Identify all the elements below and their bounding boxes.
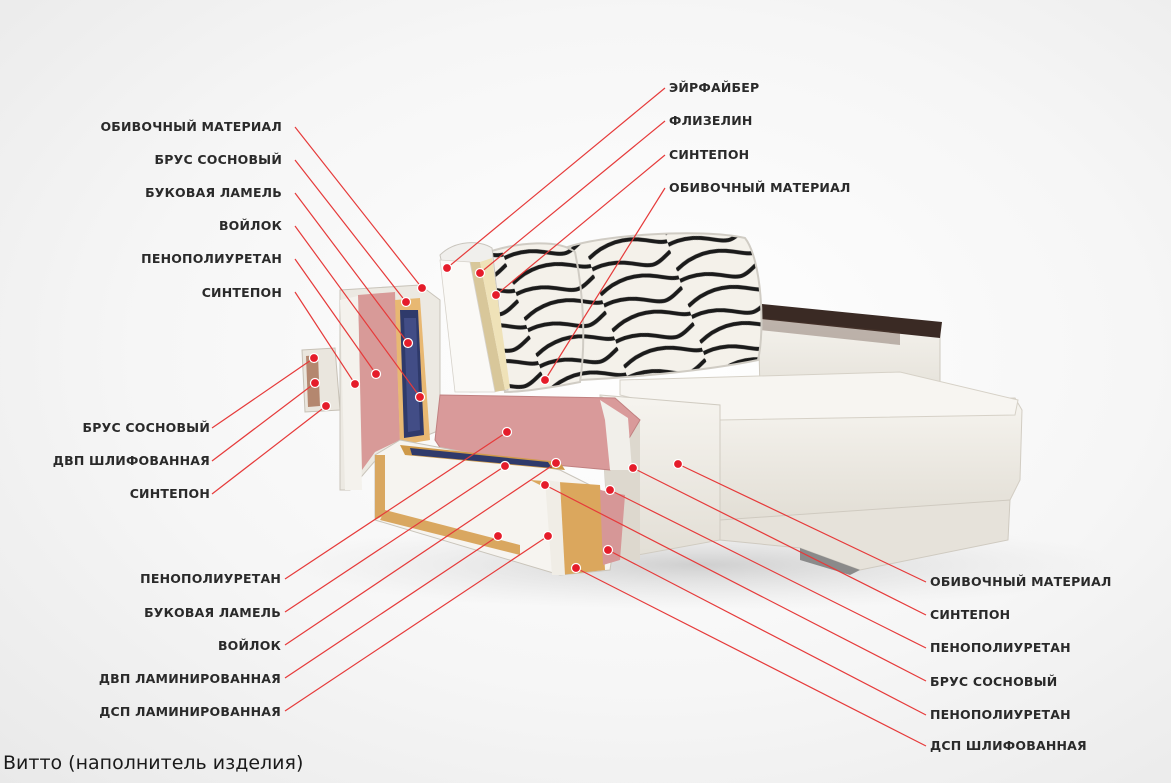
marker-dot bbox=[402, 337, 414, 349]
label-upholstery-right-2: ОБИВОЧНЫЙ МАТЕРИАЛ bbox=[930, 574, 1112, 589]
leader-line bbox=[609, 489, 927, 649]
leader-line bbox=[284, 431, 508, 580]
marker-dot bbox=[627, 462, 639, 474]
leader-line bbox=[446, 87, 666, 269]
marker-dot bbox=[349, 378, 361, 390]
leader-line bbox=[294, 291, 356, 385]
marker-dot bbox=[320, 400, 332, 412]
label-syntepon-left-1: СИНТЕПОН bbox=[201, 285, 282, 300]
label-felt-left-2: ВОЙЛОК bbox=[217, 638, 281, 653]
marker-dot bbox=[309, 377, 321, 389]
leader-line bbox=[544, 484, 927, 682]
leader-line bbox=[495, 154, 666, 296]
leader-line bbox=[284, 462, 557, 646]
label-airfiber: ЭЙРФАЙБЕР bbox=[669, 80, 760, 95]
label-chipboard-laminated-left: ДСП ЛАМИНИРОВАННАЯ bbox=[99, 704, 281, 719]
left-armrest-section bbox=[339, 284, 441, 491]
label-polyurethane-left-1: ПЕНОПОЛИУРЕТАН bbox=[141, 251, 282, 266]
marker-dot bbox=[570, 562, 582, 574]
leader-line bbox=[284, 535, 549, 712]
marker-dot bbox=[441, 262, 453, 274]
base-frame bbox=[374, 439, 625, 576]
label-pine-beam-left-2: БРУС СОСНОВЫЙ bbox=[82, 420, 210, 435]
label-polyurethane-left-2: ПЕНОПОЛИУРЕТАН bbox=[140, 571, 281, 586]
label-beech-lath-left-1: БУКОВАЯ ЛАМЕЛЬ bbox=[145, 185, 282, 200]
marker-dot bbox=[414, 391, 426, 403]
marker-dot bbox=[539, 479, 551, 491]
leader-line bbox=[294, 159, 407, 303]
label-chipboard-sanded-right: ДСП ШЛИФОВАННАЯ bbox=[930, 738, 1087, 753]
marker-dot bbox=[474, 267, 486, 279]
label-felt-left-1: ВОЙЛОК bbox=[218, 218, 282, 233]
label-upholstery-right-1: ОБИВОЧНЫЙ МАТЕРИАЛ bbox=[669, 180, 851, 195]
marker-dot bbox=[308, 352, 320, 364]
marker-dot bbox=[370, 368, 382, 380]
leader-line bbox=[677, 463, 927, 583]
marker-dot bbox=[602, 544, 614, 556]
label-syntepon-right-2: СИНТЕПОН bbox=[930, 607, 1011, 622]
label-pine-beam-left-1: БРУС СОСНОВЫЙ bbox=[154, 152, 282, 167]
side-block bbox=[301, 347, 341, 413]
marker-dot bbox=[501, 426, 513, 438]
back-cushion-section bbox=[439, 242, 510, 393]
label-syntepon-left-2: СИНТЕПОН bbox=[129, 486, 210, 501]
callout-leaders bbox=[211, 87, 927, 747]
marker-dot bbox=[604, 484, 616, 496]
leader-line bbox=[575, 567, 927, 747]
leader-line bbox=[479, 120, 666, 274]
leader-line bbox=[211, 382, 316, 462]
leader-line bbox=[294, 225, 421, 398]
marker-dot bbox=[542, 530, 554, 542]
leader-line bbox=[632, 467, 927, 616]
back-cushions bbox=[478, 232, 763, 394]
label-beech-lath-left-2: БУКОВАЯ ЛАМЕЛЬ bbox=[144, 605, 281, 620]
marker-dot bbox=[499, 460, 511, 472]
label-syntepon-right-1: СИНТЕПОН bbox=[669, 147, 750, 162]
marker-dot bbox=[416, 282, 428, 294]
image-caption: Витто (наполнитель изделия) bbox=[3, 752, 304, 774]
leader-line bbox=[544, 187, 666, 381]
leader-line bbox=[294, 126, 423, 289]
seat-foam-section bbox=[434, 394, 641, 471]
leader-line bbox=[294, 192, 409, 344]
label-polyurethane-right: ПЕНОПОЛИУРЕТАН bbox=[930, 640, 1071, 655]
label-hdf-laminated-left: ДВП ЛАМИНИРОВАННАЯ bbox=[98, 671, 281, 686]
leader-line bbox=[284, 535, 499, 679]
label-polyurethane-right-2: ПЕНОПОЛИУРЕТАН bbox=[930, 707, 1071, 722]
marker-dot bbox=[539, 374, 551, 386]
leader-line bbox=[294, 258, 377, 375]
label-pine-beam-right: БРУС СОСНОВЫЙ bbox=[930, 674, 1058, 689]
marker-dot bbox=[492, 530, 504, 542]
label-upholstery-left-1: ОБИВОЧНЫЙ МАТЕРИАЛ bbox=[100, 119, 282, 134]
marker-dot bbox=[490, 289, 502, 301]
leader-line bbox=[211, 405, 327, 495]
marker-dot bbox=[550, 457, 562, 469]
leader-line bbox=[211, 357, 315, 429]
label-hdf-sanded-left: ДВП ШЛИФОВАННАЯ bbox=[52, 453, 210, 468]
label-interlining: ФЛИЗЕЛИН bbox=[669, 113, 753, 128]
leader-line bbox=[607, 549, 927, 716]
marker-dot bbox=[672, 458, 684, 470]
leader-line bbox=[284, 465, 506, 613]
marker-dot bbox=[400, 296, 412, 308]
